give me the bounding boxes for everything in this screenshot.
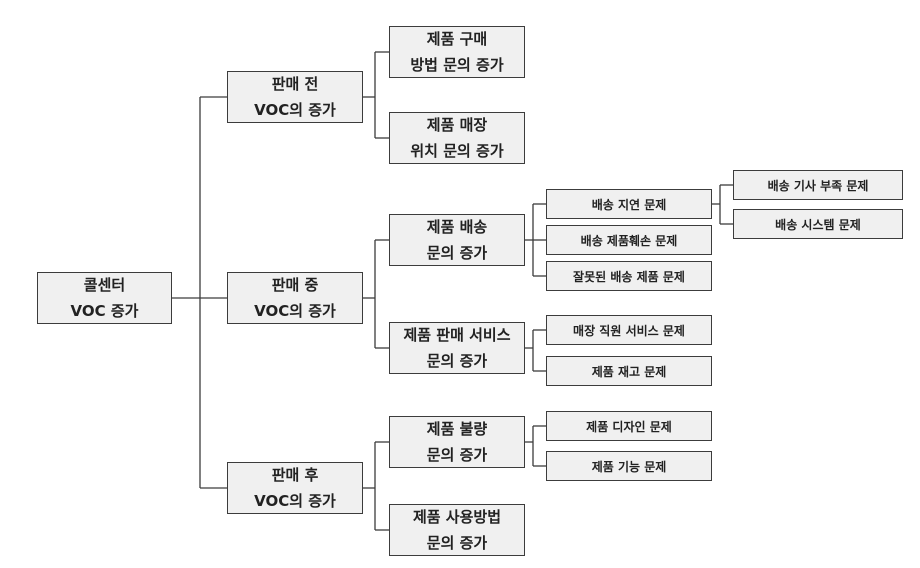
node-label: 제품 매장	[426, 116, 488, 134]
node-wrong-delivery: 잘못된 배송 제품 문제	[546, 261, 712, 291]
node-label: 제품 재고 문제	[591, 364, 667, 379]
node-label: VOC의 증가	[254, 101, 336, 119]
root-node: 콜센터 VOC 증가	[37, 272, 172, 324]
node-delivery-damage: 배송 제품훼손 문제	[546, 225, 712, 255]
node-label: 제품 불량	[426, 420, 488, 438]
node-purchase-method: 제품 구매 방법 문의 증가	[389, 26, 525, 78]
node-store-location: 제품 매장 위치 문의 증가	[389, 112, 525, 164]
node-staff-service: 매장 직원 서비스 문제	[546, 315, 712, 345]
node-function: 제품 기능 문제	[546, 451, 712, 481]
node-label: 판매 중	[271, 276, 319, 294]
node-label: 잘못된 배송 제품 문제	[573, 269, 685, 284]
node-label: 콜센터	[83, 276, 126, 294]
node-label: 매장 직원 서비스 문제	[573, 323, 685, 338]
node-after-sale: 판매 후 VOC의 증가	[227, 462, 363, 514]
node-label: 문의 증가	[426, 244, 488, 262]
node-label: 배송 기사 부족 문제	[767, 178, 869, 193]
node-delivery-system: 배송 시스템 문제	[733, 209, 903, 239]
node-label: 방법 문의 증가	[410, 56, 504, 74]
node-label: 문의 증가	[426, 352, 488, 370]
node-label: 제품 판매 서비스	[403, 326, 511, 344]
node-during-sale: 판매 중 VOC의 증가	[227, 272, 363, 324]
node-label: 제품 구매	[426, 30, 488, 48]
node-usage-method: 제품 사용방법 문의 증가	[389, 504, 525, 556]
node-delivery-delay: 배송 지연 문제	[546, 189, 712, 219]
node-design: 제품 디자인 문제	[546, 411, 712, 441]
node-before-sale: 판매 전 VOC의 증가	[227, 71, 363, 123]
node-driver-shortage: 배송 기사 부족 문제	[733, 170, 903, 200]
node-label: 제품 사용방법	[412, 508, 502, 526]
node-label: 배송 지연 문제	[591, 197, 667, 212]
node-label: 판매 전	[271, 75, 319, 93]
node-label: 판매 후	[271, 466, 319, 484]
node-label: 문의 증가	[426, 534, 488, 552]
node-label: VOC의 증가	[254, 492, 336, 510]
node-label: 제품 배송	[426, 218, 488, 236]
node-defect: 제품 불량 문의 증가	[389, 416, 525, 468]
node-label: 위치 문의 증가	[410, 142, 504, 160]
node-label: VOC 증가	[70, 302, 139, 320]
node-label: 제품 디자인 문제	[586, 419, 672, 434]
node-sales-service: 제품 판매 서비스 문의 증가	[389, 322, 525, 374]
node-label: 문의 증가	[426, 446, 488, 464]
node-stock: 제품 재고 문제	[546, 356, 712, 386]
node-label: 제품 기능 문제	[591, 459, 667, 474]
node-label: 배송 제품훼손 문제	[580, 233, 678, 248]
node-label: 배송 시스템 문제	[775, 217, 861, 232]
node-label: VOC의 증가	[254, 302, 336, 320]
node-delivery: 제품 배송 문의 증가	[389, 214, 525, 266]
